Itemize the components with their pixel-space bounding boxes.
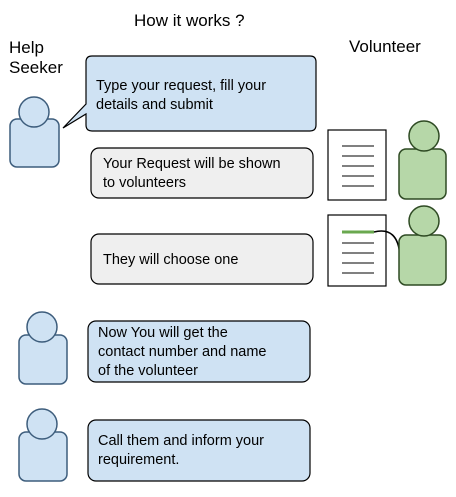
volunteer-choosing-person-icon xyxy=(398,205,447,286)
volunteer-label: Volunteer xyxy=(349,37,421,56)
help-seeker-contact-person-icon xyxy=(18,311,68,385)
help-seeker-call-person-icon xyxy=(18,408,68,482)
help-seeker-label: Help Seeker xyxy=(9,38,63,77)
step2-text: Your Request will be shown to volunteers xyxy=(103,156,281,191)
step4-box xyxy=(87,320,311,383)
step2-box xyxy=(90,147,314,199)
step5-text: Call them and inform your requirement. xyxy=(98,433,265,468)
step4-text: Now You will get the contact number and … xyxy=(98,325,267,379)
step3-box xyxy=(90,233,314,285)
help-seeker-person-icon xyxy=(9,96,60,168)
diagram-title: How it works ? xyxy=(134,11,245,30)
step5-box xyxy=(87,419,311,482)
chosen-document-icon xyxy=(327,214,387,287)
step1-callout xyxy=(62,55,317,132)
step1-text: Type your request, fill your details and… xyxy=(96,78,267,113)
volunteer-person-icon xyxy=(398,120,447,200)
request-document-icon xyxy=(327,129,387,201)
step3-text: They will choose one xyxy=(103,252,239,268)
